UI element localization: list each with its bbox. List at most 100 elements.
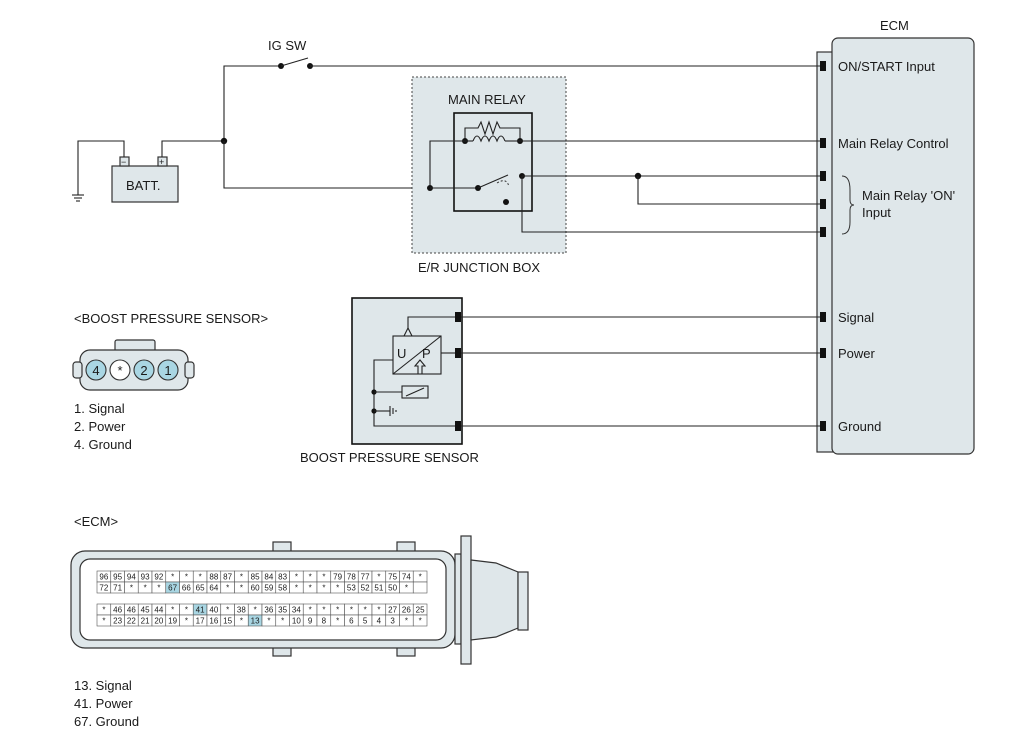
ecm-pin-label: * [405, 617, 408, 626]
boost-legend-2: 2. Power [74, 419, 126, 434]
ecm-pin-label: * [171, 573, 174, 582]
boost-pin-label: 2 [140, 363, 147, 378]
ecm-pin-label: 88 [209, 573, 218, 582]
ecm-pin-label: 45 [141, 606, 150, 615]
boost-legend-1: 1. Signal [74, 401, 125, 416]
ecm-connector-body [70, 535, 529, 665]
ecm-pin-label: 51 [374, 584, 383, 593]
ecm-pin-ground [820, 421, 826, 431]
ecm-label-relay-on-2: Input [862, 205, 891, 220]
battery-label: BATT. [126, 178, 160, 193]
ground-icon [72, 194, 84, 202]
boost-sensor-label: BOOST PRESSURE SENSOR [300, 450, 479, 465]
ecm-pin-label: * [254, 606, 257, 615]
ecm-pin-label: * [267, 617, 270, 626]
ecm-pin-relay-on-2 [820, 199, 826, 209]
ecm-pin-relay-on-3 [820, 227, 826, 237]
battery-plus-icon: + [159, 157, 164, 167]
ecm-pin-label: * [322, 584, 325, 593]
ecm-pin-label: * [336, 584, 339, 593]
ecm-pin-label: * [171, 606, 174, 615]
ecm-pin-relay-on-1 [820, 171, 826, 181]
ecm-pin-label: 13 [251, 617, 260, 626]
ecm-pin-label: 17 [196, 617, 205, 626]
ecm-pin-label: * [157, 584, 160, 593]
boost-pin-circle [109, 359, 131, 381]
ecm-pin-label: 44 [154, 606, 163, 615]
ecm-pin-label: * [226, 606, 229, 615]
ecm-pin-label: 71 [113, 584, 122, 593]
ecm-pin-label: 3 [390, 617, 395, 626]
ecm-pin-label: 4 [377, 617, 382, 626]
ecm-pin-label: * [144, 584, 147, 593]
ecm-pin-label: 95 [113, 573, 122, 582]
boost-connector-title: <BOOST PRESSURE SENSOR> [74, 311, 268, 326]
ecm-title: ECM [880, 18, 909, 33]
ig-sw-label: IG SW [268, 38, 307, 53]
ecm-legend-3: 67. Ground [74, 714, 139, 729]
ecm-pin-label: 72 [99, 584, 108, 593]
relay-switch-icon [477, 174, 509, 189]
ecm-pin-cell [412, 614, 428, 627]
ecm-pin-label: 77 [361, 573, 370, 582]
ecm-pin-label: 67 [168, 584, 177, 593]
ecm-pin-label: * [102, 617, 105, 626]
ecm-pin-label: 20 [154, 617, 163, 626]
sensor-u-label: U [397, 346, 406, 361]
ecm-pin-label: * [240, 617, 243, 626]
ecm-pin-on-start [820, 61, 826, 71]
ecm-pin-label: 93 [141, 573, 150, 582]
ecm-pin-label: 50 [388, 584, 397, 593]
ecm-pin-label: * [281, 617, 284, 626]
ecm-pin-label: 46 [127, 606, 136, 615]
ecm-pin-label: 52 [361, 584, 370, 593]
relay-resistor-icon [464, 120, 521, 141]
ecm-pin-label: * [322, 606, 325, 615]
sensor-p-label: P [422, 346, 431, 361]
ecm-pin-label: * [295, 573, 298, 582]
ecm-legend-1: 13. Signal [74, 678, 132, 693]
ecm-label-signal: Signal [838, 310, 874, 325]
ecm-pin-label: * [419, 573, 422, 582]
ecm-label-main-relay-control: Main Relay Control [838, 136, 949, 151]
ecm-pin-label: 74 [402, 573, 411, 582]
ecm-pin-label: 64 [209, 584, 218, 593]
boost-legend-3: 4. Ground [74, 437, 132, 452]
main-relay-box [453, 112, 533, 212]
ecm-pin-label: * [185, 573, 188, 582]
battery: − + BATT. [111, 156, 179, 203]
ecm-pin-label: * [364, 606, 367, 615]
boost-pin-label: * [117, 363, 122, 378]
ecm-pin-label: 75 [388, 573, 397, 582]
ecm-pin-label: 16 [209, 617, 218, 626]
ecm-pin-cell [412, 581, 428, 594]
ecm-pin-label: 65 [196, 584, 205, 593]
ecm-pin-label: * [309, 584, 312, 593]
ecm-pin-label: 79 [333, 573, 342, 582]
ecm-pin-label: * [309, 606, 312, 615]
ecm-connector-title: <ECM> [74, 514, 118, 529]
boost-pin-label: 1 [164, 363, 171, 378]
ecm-pin-label: * [336, 617, 339, 626]
battery-ground-wire [77, 140, 125, 195]
ecm-pin-label: 85 [251, 573, 260, 582]
boost-pin-circle [157, 359, 179, 381]
boost-sensor-box [351, 297, 463, 445]
ecm-pin-label: * [309, 573, 312, 582]
ecm-pin-label: * [295, 584, 298, 593]
relay-on-brace [841, 175, 855, 235]
ecm-pin-label: 6 [349, 617, 354, 626]
ecm-pin-label: 41 [196, 606, 205, 615]
ig-switch [223, 57, 820, 141]
ecm-pin-label: 59 [264, 584, 273, 593]
ecm-pin-label: * [240, 584, 243, 593]
ecm-pin-label: 36 [264, 606, 273, 615]
battery-minus-icon: − [121, 157, 126, 167]
boost-pin-circle [133, 359, 155, 381]
ecm-pin-label: 96 [99, 573, 108, 582]
ecm-label-relay-on-1: Main Relay 'ON' [862, 188, 955, 203]
ecm-pin-label: * [102, 606, 105, 615]
ecm-pin-label: 34 [292, 606, 301, 615]
main-relay-label: MAIN RELAY [448, 92, 526, 107]
